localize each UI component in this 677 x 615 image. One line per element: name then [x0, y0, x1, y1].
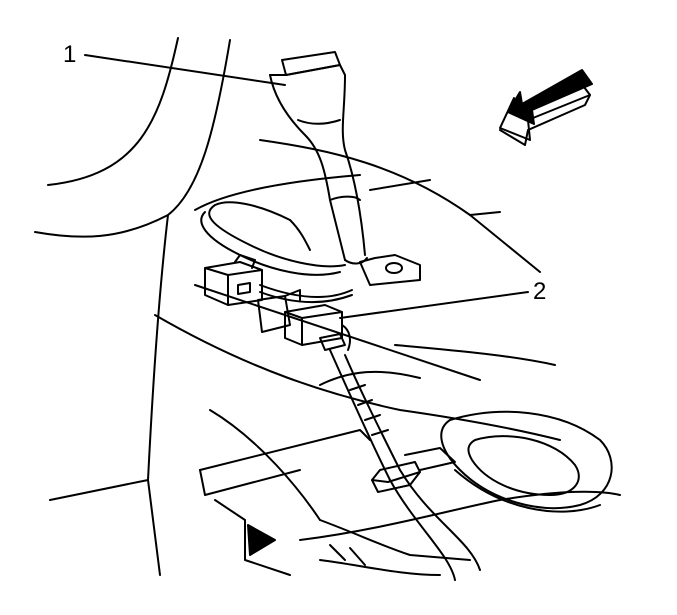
- console-body: [154, 139, 621, 576]
- anchor-bracket: [359, 254, 421, 286]
- harness-tape-4: [371, 429, 389, 436]
- console-top-curve: [194, 174, 361, 211]
- wiring-harness-lower: [319, 349, 481, 581]
- console-rear-line: [369, 179, 431, 191]
- arrow-left-up-icon: [499, 69, 593, 146]
- bracket-bolt-hole: [385, 262, 403, 274]
- console-side-edge: [469, 214, 541, 273]
- connector-left-top: [204, 267, 263, 276]
- buckle-top-rim: [269, 64, 346, 76]
- seat-belt-buckle: [269, 51, 368, 265]
- console-ledge: [194, 284, 481, 381]
- arrow-lower-edge: [499, 94, 591, 146]
- bracket-plate: [359, 254, 421, 286]
- console-diagonal: [209, 409, 321, 521]
- wire-loop-lower: [259, 284, 353, 298]
- harness-floor-run: [319, 519, 471, 561]
- harness-tape-1: [349, 384, 366, 391]
- wire-loop-lower-2: [259, 291, 353, 304]
- buckle-top: [281, 51, 341, 76]
- buckle-right-side: [341, 74, 366, 256]
- connector-mid-top: [284, 289, 301, 301]
- panel-edge-lower: [49, 214, 169, 501]
- buckle-wires: [200, 201, 353, 304]
- console-crease: [319, 370, 421, 386]
- buckle-band: [297, 119, 341, 125]
- callout-2-label: 2: [533, 278, 547, 305]
- console-base-step: [214, 499, 291, 576]
- cup-holder-lip: [454, 469, 601, 513]
- panel-edge-bottom: [147, 479, 161, 576]
- harness-floor-run-2: [319, 559, 441, 576]
- wire-run-up: [289, 219, 311, 251]
- connector-2-lead: [341, 324, 351, 351]
- console-rear-edge: [259, 139, 501, 216]
- console-front-upper: [199, 429, 371, 471]
- connector-mid-body: [257, 295, 291, 333]
- harness-floor-tape-1: [329, 544, 346, 561]
- buckle-stem-top: [329, 195, 361, 201]
- seat-belt-switch-connector: [284, 304, 351, 351]
- floor-edge: [299, 490, 621, 541]
- vehicle-body-panel: [34, 37, 361, 576]
- connector-left-latch: [234, 254, 256, 269]
- clip-tab: [404, 447, 456, 471]
- console-shadow-triangle: [247, 524, 276, 556]
- console-mid-line: [154, 314, 561, 441]
- connector-left-tab: [237, 282, 251, 295]
- clip-body: [371, 461, 421, 483]
- harness-tape-2: [357, 399, 373, 406]
- harness-tape-3: [364, 414, 381, 421]
- cup-holder-inner: [467, 435, 580, 496]
- console-upper-crease: [394, 344, 556, 366]
- callout-2-leader: [339, 291, 529, 319]
- callout-1-leader: [84, 54, 286, 86]
- connector-block-mid: [257, 289, 301, 333]
- console-front-lower: [199, 469, 301, 496]
- wire-loop-outer: [208, 201, 346, 268]
- harness-line-a: [344, 354, 481, 571]
- callout-1-label: 1: [63, 41, 77, 68]
- buckle-left-side: [269, 74, 346, 261]
- connector-2-plug: [319, 333, 346, 351]
- arrow-shaded: [507, 69, 593, 125]
- harness-floor-tape-2: [349, 547, 366, 566]
- harness-line-b: [329, 349, 456, 581]
